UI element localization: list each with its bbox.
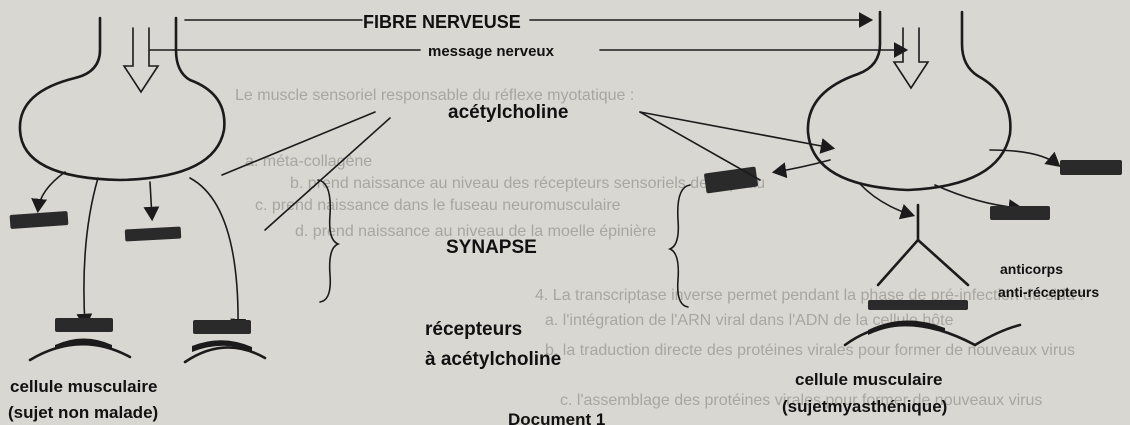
left-muscle-membrane	[30, 318, 265, 362]
muscle-right-label-2: (sujetmyasthénique)	[782, 397, 947, 416]
left-nerve-terminal	[20, 18, 224, 180]
receptors-label-2: à acétylcholine	[425, 349, 561, 370]
left-ach-blobs	[10, 211, 182, 241]
fibre-label: FIBRE NERVEUSE	[363, 12, 521, 32]
bg-line: c. prend naissance dans le fuseau neurom…	[255, 197, 621, 214]
bg-line: Le muscle sensoriel responsable du réfle…	[235, 87, 634, 104]
muscle-left-label-1: cellule musculaire	[10, 377, 157, 396]
bg-line: a. méta-collagène	[245, 153, 372, 170]
antibody-label-1: anticorps	[1000, 261, 1063, 277]
message-label: message nerveux	[428, 43, 555, 60]
muscle-right-label-1: cellule musculaire	[795, 370, 942, 389]
muscle-left-label-2: (sujet non malade)	[8, 403, 158, 422]
antibody-label-2: anti-récepteurs	[998, 284, 1099, 300]
synapse-label: SYNAPSE	[446, 237, 537, 258]
bg-line: b. la traduction directe des protéines v…	[545, 342, 1075, 359]
bg-line: b. prend naissance au niveau des récepte…	[290, 175, 765, 192]
receptors-label-1: récepteurs	[425, 319, 522, 340]
left-release-arrows	[38, 172, 238, 330]
caption: Document 1	[508, 410, 605, 425]
right-nerve-terminal	[808, 12, 1010, 190]
background-text: Le muscle sensoriel responsable du réfle…	[235, 87, 1084, 409]
ach-label: acétylcholine	[448, 102, 568, 123]
